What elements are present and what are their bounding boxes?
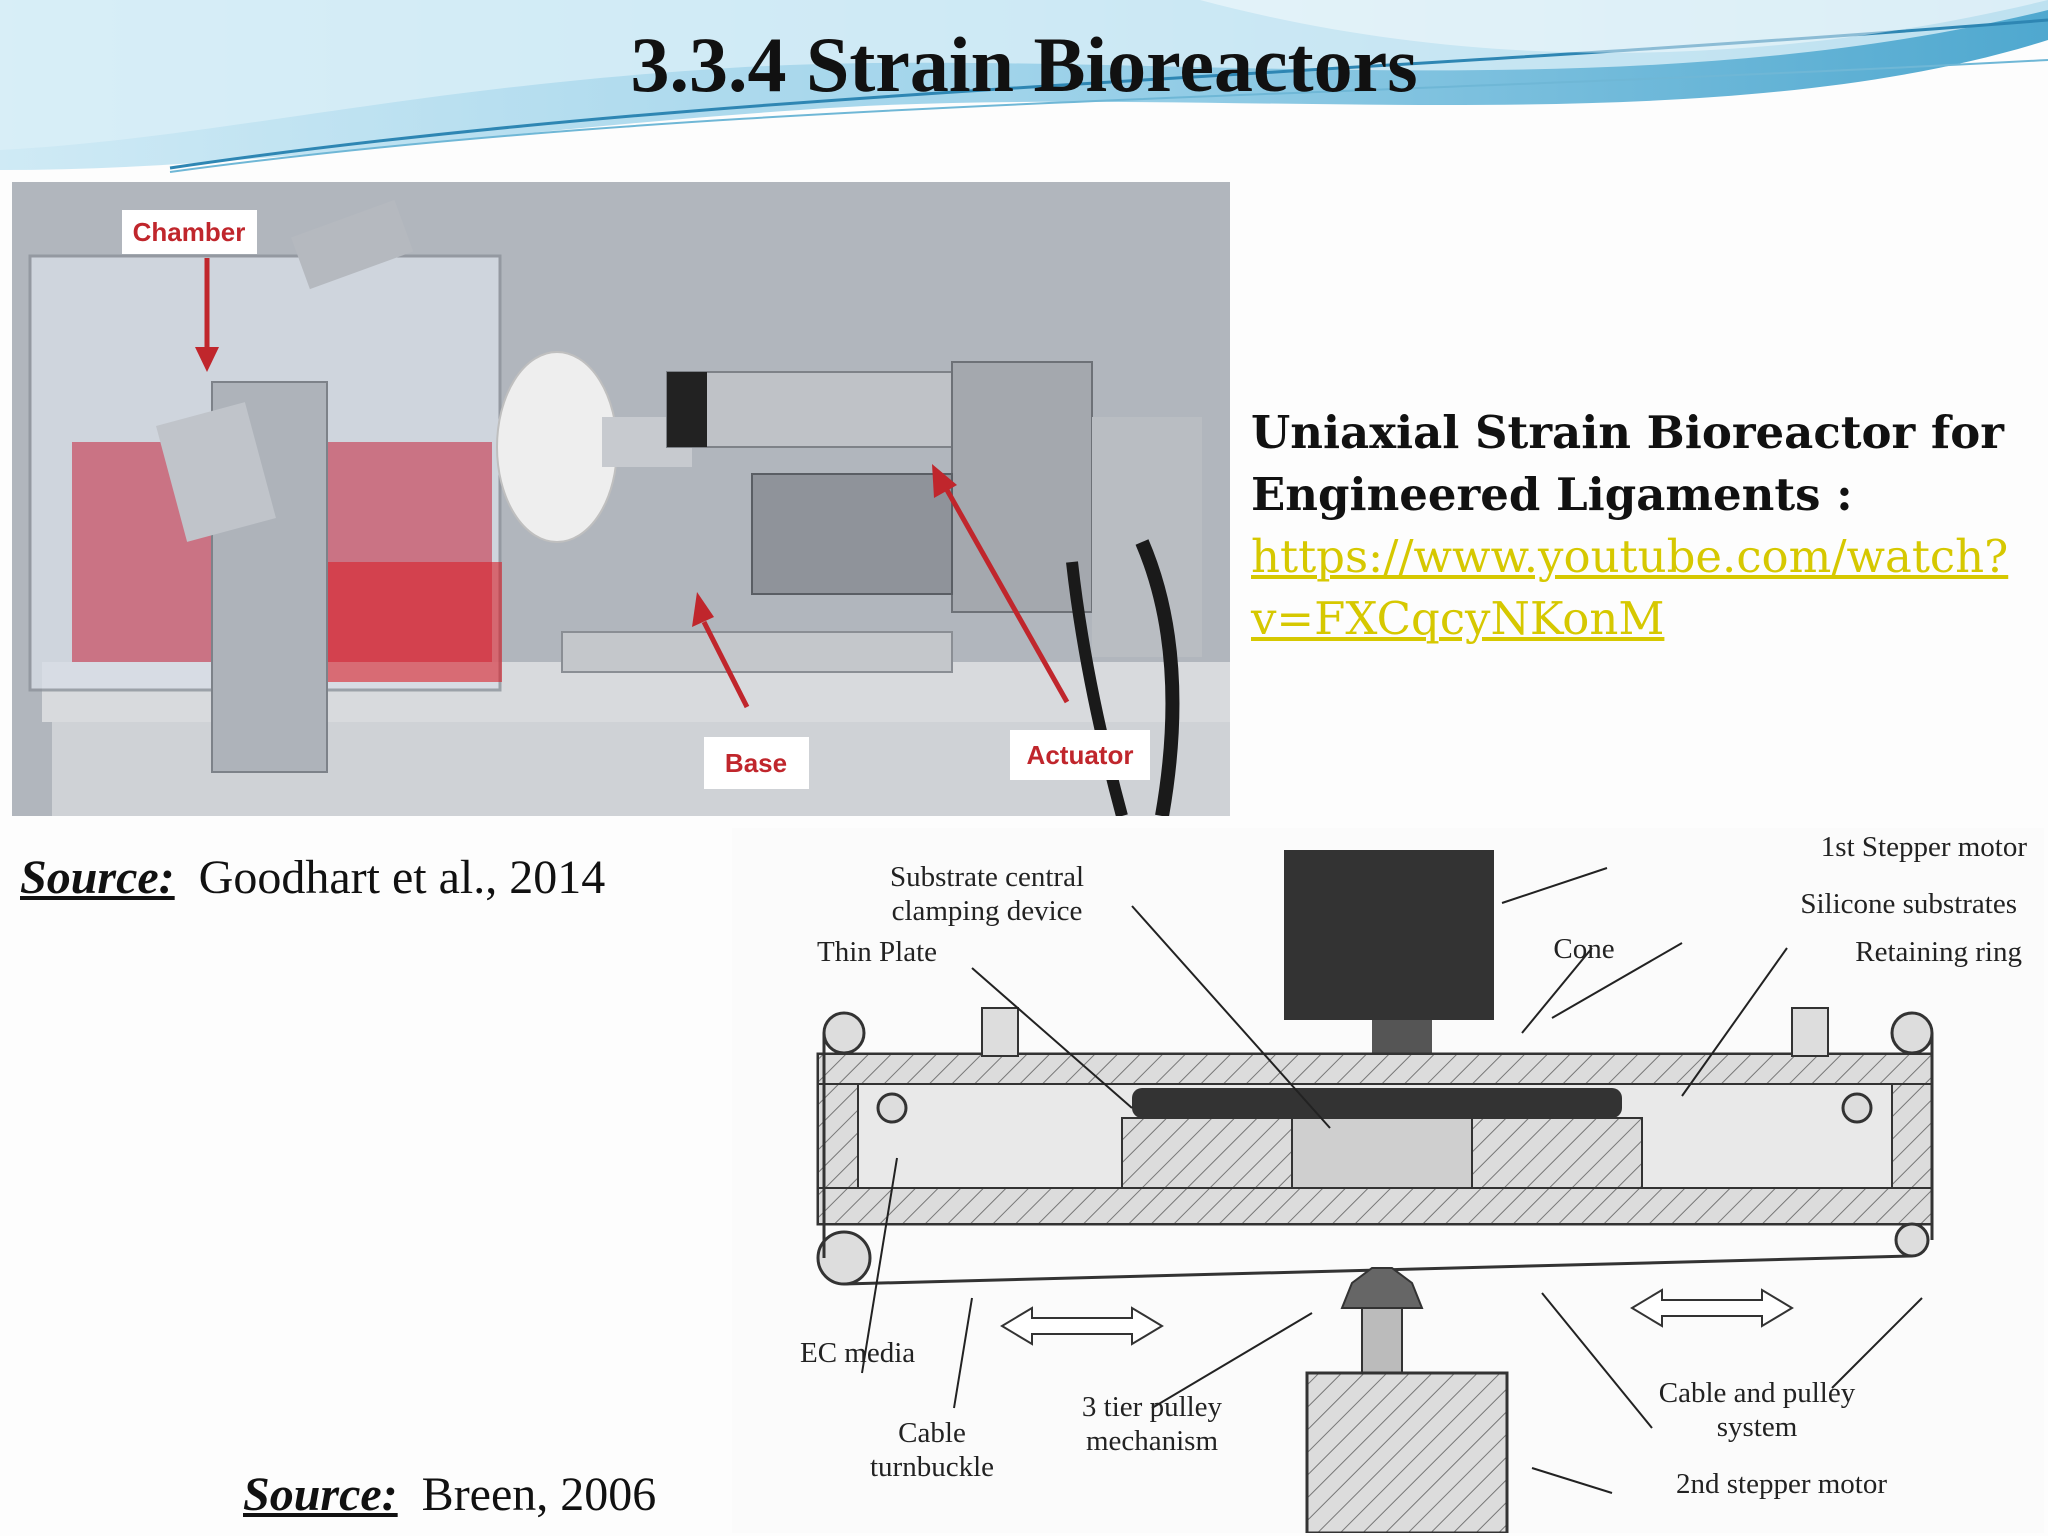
- bioreactor-photo: Chamber Base Actuator: [12, 182, 1230, 816]
- label-turnbuckle-2: turnbuckle: [870, 1451, 994, 1483]
- header-wave-decoration: [0, 0, 2048, 173]
- photo-label-actuator: Actuator: [1027, 740, 1134, 770]
- label-cable-pulley-2: system: [1717, 1411, 1798, 1443]
- label-cable-pulley-1: Cable and pulley: [1659, 1377, 1856, 1409]
- source-text: Goodhart et al., 2014: [198, 851, 606, 904]
- label-first-stepper: 1st Stepper motor: [1821, 831, 2028, 863]
- base-arrow: [701, 620, 750, 709]
- label-substrate-1: Substrate central: [890, 861, 1084, 893]
- source-breen: Source: Breen, 2006: [243, 1467, 656, 1522]
- photo-label-base: Base: [725, 748, 787, 778]
- second-stepper-motor: [1305, 1371, 1509, 1533]
- video-caption: Uniaxial Strain Bioreactor for Engineere…: [1251, 402, 2011, 650]
- photo-label-chamber: Chamber: [133, 217, 246, 247]
- label-cone: Cone: [1553, 933, 1614, 965]
- caption-heading-line2: Engineered Ligaments :: [1251, 468, 1853, 521]
- source-label: Source:: [243, 1468, 398, 1521]
- first-stepper-motor: [1284, 850, 1494, 1020]
- caption-heading-line1: Uniaxial Strain Bioreactor for: [1251, 406, 2004, 459]
- youtube-link[interactable]: https://www.youtube.com/watch?v=FXCqcyNK…: [1251, 530, 2009, 645]
- label-substrate-2: clamping device: [892, 895, 1083, 927]
- label-second-stepper: 2nd stepper motor: [1676, 1468, 1887, 1500]
- slide-title: 3.3.4 Strain Bioreactors: [630, 21, 1418, 108]
- label-turnbuckle-1: Cable: [898, 1417, 966, 1449]
- label-thin-plate: Thin Plate: [817, 936, 937, 968]
- source-label: Source:: [20, 851, 175, 904]
- label-ec-media: EC media: [800, 1337, 915, 1369]
- label-pulley-1: 3 tier pulley: [1082, 1391, 1223, 1423]
- source-goodhart: Source: Goodhart et al., 2014: [20, 850, 605, 905]
- bioreactor-diagram: 1st Stepper motor Substrate central clam…: [732, 828, 2044, 1533]
- label-silicone: Silicone substrates: [1800, 888, 2017, 920]
- label-retaining-ring: Retaining ring: [1855, 936, 2022, 968]
- actuator-arrow: [944, 488, 1070, 704]
- label-pulley-2: mechanism: [1086, 1425, 1219, 1457]
- source-text: Breen, 2006: [421, 1468, 657, 1521]
